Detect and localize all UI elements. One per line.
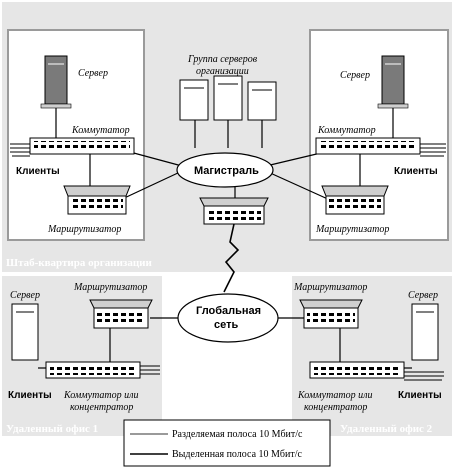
- router-label-building-1: Маршрутизатор: [47, 224, 121, 235]
- server-group-label-line1: Группа серверов: [187, 54, 258, 65]
- backbone-cloud: [176, 152, 274, 188]
- router-label-building-2: Маршрутизатор: [315, 224, 389, 235]
- server-label-building-2: Сервер: [340, 70, 370, 81]
- clients-label-remote-2: Клиенты: [398, 390, 442, 401]
- router-remote-2: [299, 299, 363, 329]
- clients-label-remote-1: Клиенты: [8, 390, 52, 401]
- remote-office-2-label: Удаленный офис 2: [340, 423, 433, 435]
- hq-label: Штаб-квартира организации: [6, 257, 153, 269]
- global-network-label-line1: Глобальная: [196, 305, 261, 317]
- remote-office-1-label: Удаленный офис 1: [6, 423, 98, 435]
- router-label-remote-2: Маршрутизатор: [293, 282, 367, 293]
- switch-building-1: [29, 137, 135, 155]
- legend-dedicated-text: Выделенная полоса 10 Мбит/с: [172, 449, 303, 460]
- switch-label-building-2: Коммутатор: [317, 125, 376, 136]
- server-group-label-line2: организации: [196, 66, 249, 77]
- legend: Разделяемая полоса 10 Мбит/с Выделенная …: [123, 419, 331, 467]
- server-label-remote-2: Сервер: [408, 290, 438, 301]
- backbone-links: [119, 120, 331, 201]
- switch-building-2: [315, 137, 421, 155]
- backbone-label: Магистраль: [194, 165, 259, 177]
- building-2-label: Здание 2: [385, 39, 428, 51]
- router-label-remote-1: Маршрутизатор: [73, 282, 147, 293]
- client-lines-remote-1: [140, 365, 160, 375]
- server-group: [179, 75, 277, 121]
- router-remote-1: [89, 299, 153, 329]
- server-label-remote-1: Сервер: [10, 290, 40, 301]
- switch-or-hub-label-remote-1-line1: Коммутатор или: [63, 390, 139, 401]
- client-lines-building-2: [420, 143, 446, 157]
- building-1-label: Здание 1: [18, 39, 60, 51]
- global-network-label-line2: сеть: [214, 319, 238, 331]
- global-network-cloud: [177, 293, 279, 343]
- router-building-2: [321, 185, 389, 215]
- client-lines-building-1: [10, 143, 30, 157]
- server-building-1: [40, 55, 72, 109]
- server-remote-2: [411, 303, 439, 361]
- switch-label-building-1: Коммутатор: [71, 125, 130, 136]
- server-building-2: [377, 55, 409, 109]
- router-building-1: [63, 185, 131, 215]
- server-label-building-1: Сервер: [78, 68, 108, 79]
- switch-remote-1: [45, 361, 141, 379]
- wan-link-zigzag: [223, 223, 240, 293]
- legend-shared-text: Разделяемая полоса 10 Мбит/с: [172, 429, 303, 440]
- switch-or-hub-label-remote-2-line2: концентратор: [304, 402, 367, 413]
- clients-label-building-1: Клиенты: [16, 166, 60, 177]
- switch-remote-2: [309, 361, 405, 379]
- router-central: [199, 197, 269, 225]
- switch-or-hub-label-remote-1-line2: концентратор: [70, 402, 133, 413]
- server-remote-1: [11, 303, 39, 361]
- clients-label-building-2: Клиенты: [394, 166, 438, 177]
- switch-or-hub-label-remote-2-line1: Коммутатор или: [297, 390, 373, 401]
- client-lines-remote-2: [404, 371, 444, 381]
